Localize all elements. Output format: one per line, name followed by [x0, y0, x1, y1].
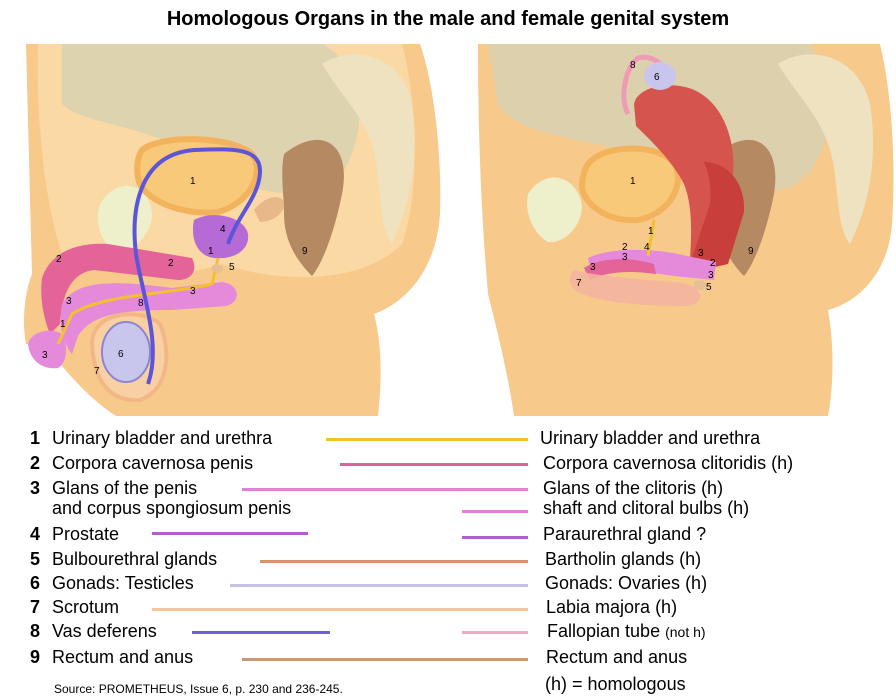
legend-line [230, 584, 528, 587]
svg-text:3: 3 [590, 262, 596, 273]
svg-text:3: 3 [698, 248, 704, 259]
male-testis [102, 322, 150, 382]
legend-female-label: Paraurethral gland ? [543, 524, 706, 545]
svg-text:9: 9 [302, 246, 308, 257]
legend-female-label: Labia majora (h) [546, 597, 677, 618]
legend-line [152, 608, 528, 611]
svg-text:9: 9 [748, 246, 754, 257]
legend-female-label: Corpora cavernosa clitoridis (h) [543, 453, 793, 474]
homologous-note: (h) = homologous [545, 674, 686, 695]
legend-female-label: Rectum and anus [546, 647, 687, 668]
male-anatomy-figure: 1 2 2 3 3 1 3 4 1 5 6 7 8 9 [22, 44, 450, 416]
svg-text:3: 3 [42, 350, 48, 361]
svg-text:6: 6 [654, 72, 660, 83]
svg-text:3: 3 [190, 286, 196, 297]
legend-female-label: Gonads: Ovaries (h) [545, 573, 707, 594]
legend-line [242, 658, 528, 661]
svg-text:5: 5 [706, 282, 712, 293]
svg-text:2: 2 [168, 258, 174, 269]
page-title: Homologous Organs in the male and female… [0, 8, 896, 31]
svg-text:8: 8 [630, 60, 636, 71]
svg-text:4: 4 [220, 224, 226, 235]
legend-row-3b: and corpus spongiosum penis shaft and cl… [0, 498, 896, 522]
legend-female-label: Fallopian tube (not h) [547, 621, 706, 642]
male-bulbourethral-gland [212, 264, 223, 272]
svg-text:1: 1 [60, 319, 66, 330]
svg-text:4: 4 [644, 242, 650, 253]
legend-male-label-cont: and corpus spongiosum penis [30, 498, 291, 519]
svg-text:7: 7 [576, 278, 582, 289]
svg-text:5: 5 [229, 262, 235, 273]
female-anatomy-figure: 8 6 1 2 3 4 1 2 3 3 5 3 7 9 [478, 44, 896, 416]
legend-line [260, 560, 528, 563]
svg-text:3: 3 [708, 270, 714, 281]
legend-line [152, 532, 308, 535]
legend-line [242, 488, 528, 491]
svg-text:1: 1 [630, 176, 636, 187]
svg-text:1: 1 [190, 176, 196, 187]
legend-line [462, 536, 528, 539]
legend-line [340, 463, 528, 466]
legend-line [326, 438, 528, 441]
female-ovary [644, 62, 676, 90]
svg-text:7: 7 [94, 366, 100, 377]
svg-text:2: 2 [710, 258, 716, 269]
svg-text:1: 1 [648, 226, 654, 237]
legend-line [462, 510, 528, 513]
svg-text:6: 6 [118, 349, 124, 360]
legend-line [192, 631, 330, 634]
legend-female-label: Glans of the clitoris (h) [543, 478, 723, 499]
legend-female-label: Bartholin glands (h) [545, 549, 701, 570]
legend-female-label-cont: shaft and clitoral bulbs (h) [543, 498, 749, 519]
legend-line [462, 631, 528, 634]
svg-text:8: 8 [138, 298, 144, 309]
svg-text:1: 1 [208, 246, 214, 257]
svg-text:2: 2 [56, 254, 62, 265]
source-citation: Source: PROMETHEUS, Issue 6, p. 230 and … [54, 682, 343, 696]
svg-text:3: 3 [66, 296, 72, 307]
svg-text:3: 3 [622, 252, 628, 263]
legend-female-label: Urinary bladder and urethra [540, 428, 760, 449]
